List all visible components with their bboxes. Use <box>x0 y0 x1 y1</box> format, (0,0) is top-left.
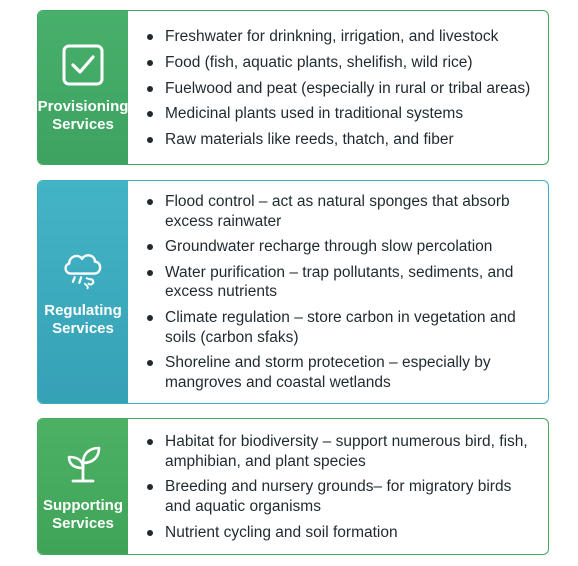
list-item: Raw materials like reeds, thatch, and fi… <box>129 130 548 150</box>
list-item-text: Climate regulation – store carbon in veg… <box>165 309 516 346</box>
supporting-title-line1: Supporting <box>43 496 123 514</box>
provisioning-sidebar: Provisioning Services <box>38 11 128 164</box>
list-item-text: Water purification – trap pollutants, se… <box>165 263 514 301</box>
bullet-icon <box>147 59 153 66</box>
provisioning-title-line1: Provisioning <box>37 97 129 115</box>
bullet-icon <box>147 439 153 445</box>
list-item-text: Flood control – act as natural sponges t… <box>165 193 510 230</box>
list-item: Food (fish, aquatic plants, shelifish, w… <box>129 53 548 73</box>
provisioning-title: Provisioning Services <box>37 97 129 134</box>
list-item: Flood control – act as natural sponges t… <box>129 192 548 231</box>
regulating-list: Flood control – act as natural sponges t… <box>129 181 548 403</box>
regulating-services-card: Regulating Services Flood control – act … <box>37 180 549 404</box>
bullet-icon <box>147 360 153 367</box>
supporting-services-card: Supporting Services Habitat for biodiver… <box>37 418 549 555</box>
list-item: Medicinal plants used in traditional sys… <box>129 104 548 124</box>
list-item-text: Nutrient cycling and soil formation <box>165 523 398 541</box>
checkbox-icon <box>60 42 106 88</box>
list-item: Shoreline and storm protecetion – especi… <box>129 353 548 392</box>
provisioning-services-card: Provisioning Services Freshwater for dri… <box>37 10 549 165</box>
bullet-icon <box>147 269 153 276</box>
list-item-text: Food (fish, aquatic plants, shelifish, w… <box>165 53 473 71</box>
list-item-text: Habitat for biodiversity – support numer… <box>165 433 528 470</box>
bullet-icon <box>147 34 153 40</box>
supporting-title: Supporting Services <box>43 497 123 533</box>
list-item-text: Fuelwood and peat (especially in rural o… <box>165 79 531 97</box>
list-item-text: Breeding and nursery grounds– for migrat… <box>165 478 512 515</box>
bullet-icon <box>147 85 153 92</box>
list-item: Groundwater recharge through slow percol… <box>129 237 548 257</box>
list-item-text: Shoreline and storm protecetion – especi… <box>165 354 491 391</box>
list-item-text: Raw materials like reeds, thatch, and fi… <box>165 131 454 149</box>
provisioning-title-line2: Services <box>52 115 114 133</box>
cloud-rain-icon <box>60 246 106 292</box>
supporting-sidebar: Supporting Services <box>38 419 128 554</box>
regulating-title: Regulating Services <box>44 302 122 338</box>
list-item: Water purification – trap pollutants, se… <box>129 263 548 302</box>
list-item: Nutrient cycling and soil formation <box>129 523 548 543</box>
list-item: Breeding and nursery grounds– for migrat… <box>129 477 548 516</box>
regulating-title-line2: Services <box>52 320 114 337</box>
regulating-sidebar: Regulating Services <box>38 181 128 403</box>
bullet-icon <box>147 244 153 251</box>
regulating-title-line1: Regulating <box>44 302 122 319</box>
bullet-icon <box>147 315 153 322</box>
list-item: Freshwater for drinkning, irrigation, an… <box>129 27 548 47</box>
list-item: Fuelwood and peat (especially in rural o… <box>129 79 548 99</box>
sprout-icon <box>60 441 106 487</box>
list-item-text: Groundwater recharge through slow percol… <box>165 238 493 256</box>
provisioning-list: Freshwater for drinkning, irrigation, an… <box>129 11 548 164</box>
bullet-icon <box>147 111 153 118</box>
bullet-icon <box>147 484 153 491</box>
list-item: Habitat for biodiversity – support numer… <box>129 432 548 471</box>
bullet-icon <box>147 199 153 205</box>
bullet-icon <box>147 529 153 536</box>
list-item: Climate regulation – store carbon in veg… <box>129 308 548 347</box>
supporting-list: Habitat for biodiversity – support numer… <box>129 419 548 554</box>
list-item-text: Freshwater for drinkning, irrigation, an… <box>165 28 499 45</box>
supporting-title-line2: Services <box>52 514 114 532</box>
bullet-icon <box>147 137 153 144</box>
list-item-text: Medicinal plants used in traditional sys… <box>165 105 464 123</box>
